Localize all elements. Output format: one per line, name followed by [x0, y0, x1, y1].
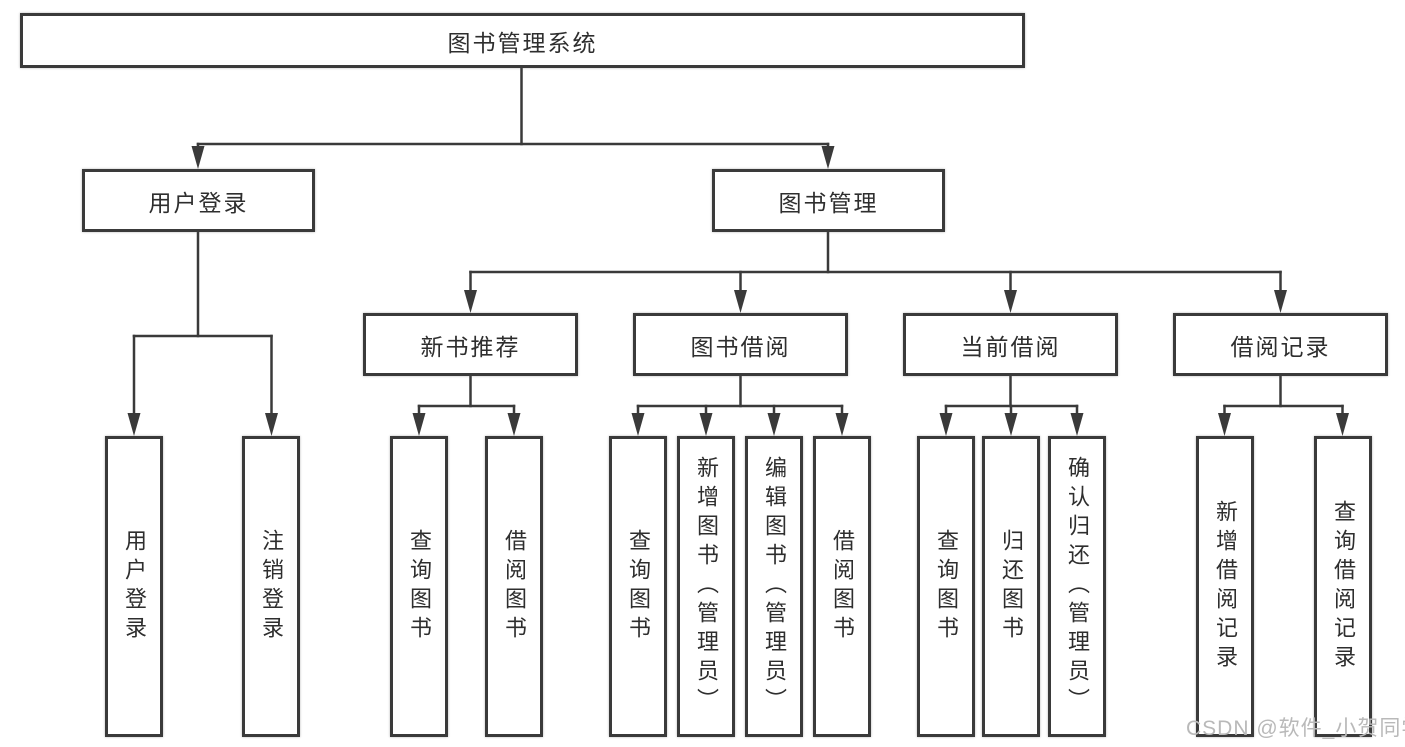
leaf-add-borrow-record: 新增借阅记录: [1196, 436, 1254, 737]
node-root: 图书管理系统: [20, 13, 1025, 68]
leaf-borrow-books: 借阅图书: [813, 436, 871, 737]
leaf-edit-book-admin: 编辑图书（管理员）: [745, 436, 803, 737]
node-book-borrow: 图书借阅: [633, 313, 848, 376]
leaf-query-books-current: 查询图书: [917, 436, 975, 737]
node-user-login: 用户登录: [82, 169, 315, 232]
leaf-confirm-return-admin: 确认归还（管理员）: [1048, 436, 1106, 737]
leaf-add-book-admin: 新增图书（管理员）: [677, 436, 735, 737]
leaf-query-books-recommend: 查询图书: [390, 436, 448, 737]
leaf-query-books-borrow: 查询图书: [609, 436, 667, 737]
node-book-management: 图书管理: [712, 169, 945, 232]
csdn-watermark: CSDN @软件_小贺同学: [1186, 717, 1405, 740]
node-borrow-records: 借阅记录: [1173, 313, 1388, 376]
node-new-book-recommend: 新书推荐: [363, 313, 578, 376]
leaf-user-login: 用户登录: [105, 436, 163, 737]
leaf-borrow-books-recommend: 借阅图书: [485, 436, 543, 737]
leaf-query-borrow-record: 查询借阅记录: [1314, 436, 1372, 737]
leaf-logout: 注销登录: [242, 436, 300, 737]
node-current-borrow: 当前借阅: [903, 313, 1118, 376]
leaf-return-book: 归还图书: [982, 436, 1040, 737]
